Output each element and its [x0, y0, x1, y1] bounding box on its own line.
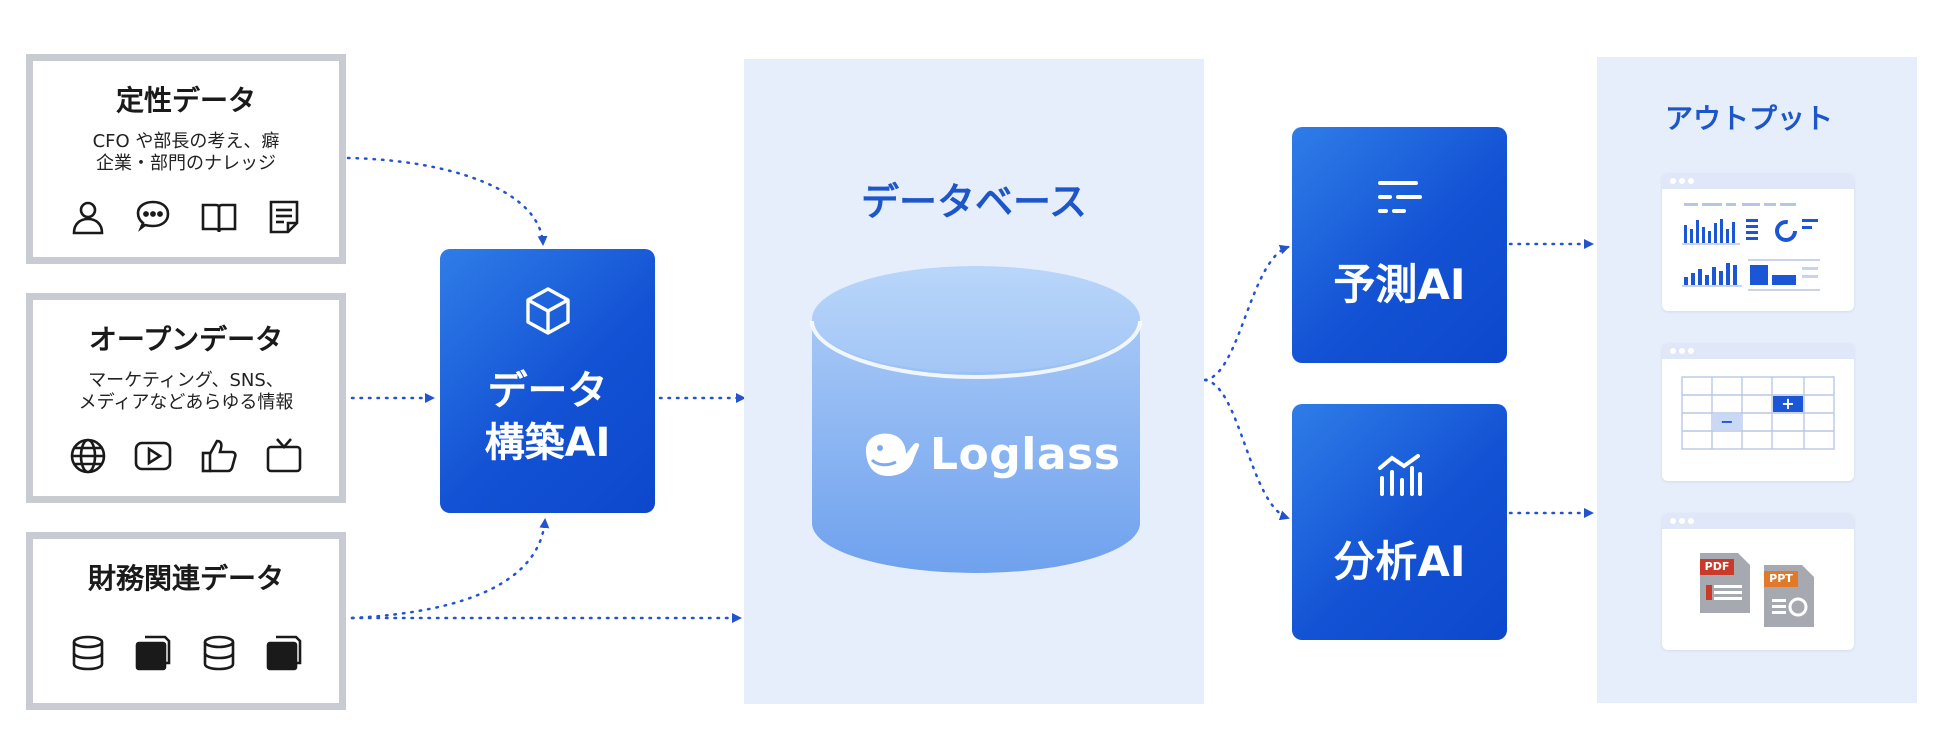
document-stack-icon — [133, 633, 173, 673]
tv-icon — [264, 436, 304, 476]
ppt-label: PPT — [1769, 572, 1793, 585]
thumbs-up-icon — [199, 436, 239, 476]
logo-text: Loglass — [930, 429, 1121, 480]
notes-icon — [264, 197, 304, 237]
video-play-icon — [133, 436, 173, 476]
output-title: アウトプット — [1664, 102, 1833, 135]
arrow-qualitative-to-builder — [346, 156, 548, 246]
subtitle-line: 企業・部門のナレッジ — [96, 153, 276, 174]
subtitle-line: CFO や部長の考え、癖 — [92, 131, 280, 152]
source-open-data-box: オープンデータ マーケティング、SNS、 メディアなどあらゆる情報 — [26, 293, 346, 503]
icon-row — [33, 436, 339, 476]
source-financial-box: 財務関連データ — [26, 532, 346, 710]
output-card-files: PDF PPT — [1662, 513, 1854, 650]
builder-title-line: 構築AI — [484, 420, 611, 466]
analysis-ai-box: 分析AI — [1292, 404, 1507, 640]
source-subtitle: マーケティング、SNS、 メディアなどあらゆる情報 — [33, 370, 339, 414]
pdf-file-icon: PDF — [1700, 553, 1750, 613]
ppt-file-icon: PPT — [1764, 565, 1814, 627]
arrow-database-to-forecast — [1203, 244, 1290, 382]
globe-icon — [68, 436, 108, 476]
document-stack-icon — [264, 633, 304, 673]
database-panel: データベース Loglass — [744, 59, 1204, 704]
analysis-ai-title: 分析AI — [1333, 537, 1466, 586]
whale-icon — [862, 430, 924, 480]
output-card-dashboard — [1662, 173, 1854, 311]
source-title: 財務関連データ — [87, 562, 284, 595]
database-cylinder — [810, 266, 1142, 573]
output-card-spreadsheet: + − — [1662, 343, 1854, 481]
forecast-ai-title: 予測AI — [1333, 260, 1466, 309]
data-builder-ai-box: データ 構築AI — [440, 249, 655, 513]
forecast-lines-icon — [1376, 177, 1424, 219]
window-bar — [1662, 343, 1854, 359]
icon-row — [33, 633, 339, 673]
bar-trend-icon — [1376, 452, 1424, 498]
icon-row — [33, 197, 339, 237]
builder-title: データ 構築AI — [440, 365, 655, 469]
window-bar — [1662, 173, 1854, 189]
subtitle-line: メディアなどあらゆる情報 — [78, 392, 294, 413]
database-title: データベース — [860, 180, 1088, 224]
cube-icon — [522, 285, 574, 337]
chat-bubble-icon — [133, 197, 173, 237]
pdf-label: PDF — [1704, 560, 1730, 573]
subtitle-line: マーケティング、SNS、 — [88, 370, 284, 391]
source-title: 定性データ — [115, 84, 256, 117]
database-icon — [68, 633, 108, 673]
loglass-logo: Loglass — [862, 429, 1120, 480]
source-qualitative-box: 定性データ CFO や部長の考え、癖 企業・部門のナレッジ — [26, 54, 346, 264]
builder-title-line: データ — [487, 368, 608, 414]
minus-cell-symbol: − — [1720, 412, 1734, 431]
forecast-ai-box: 予測AI — [1292, 127, 1507, 363]
source-title: オープンデータ — [88, 323, 284, 356]
dashboard-charts-graphic — [1682, 203, 1820, 291]
person-icon — [68, 197, 108, 237]
spreadsheet-grid-graphic — [1681, 376, 1835, 450]
source-subtitle: CFO や部長の考え、癖 企業・部門のナレッジ — [33, 131, 339, 175]
window-bar — [1662, 513, 1854, 529]
plus-cell-symbol: + — [1781, 394, 1795, 413]
arrow-financial-to-builder — [350, 518, 550, 620]
database-icon — [199, 633, 239, 673]
arrow-database-to-analysis — [1203, 378, 1290, 521]
book-icon — [199, 197, 239, 237]
